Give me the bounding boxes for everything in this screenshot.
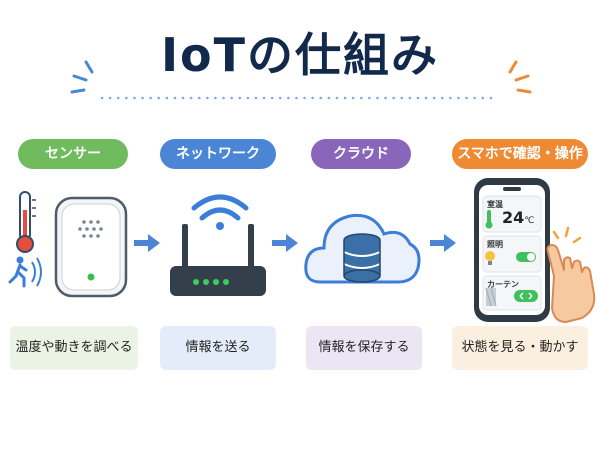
wifi-router-icon xyxy=(170,194,266,296)
cloud-database-icon xyxy=(304,213,421,284)
arrow-right-icon xyxy=(272,234,298,252)
sensor-device-icon xyxy=(54,196,128,298)
description-sensor-text: 温度や動きを調べる xyxy=(15,340,133,355)
description-cloud-text: 情報を保存する xyxy=(318,340,410,355)
step-label-network: ネットワーク xyxy=(176,146,260,162)
motion-person-icon xyxy=(8,256,42,288)
step-pill-smartphone: スマホで確認・操作 xyxy=(452,139,588,169)
description-cloud: 情報を保存する xyxy=(306,326,422,370)
smartphone-icon xyxy=(474,178,596,323)
step-label-smartphone: スマホで確認・操作 xyxy=(457,146,583,162)
step-pill-cloud: クラウド xyxy=(311,139,411,169)
description-network-text: 情報を送る xyxy=(185,340,251,355)
thermometer-icon xyxy=(16,191,36,253)
arrow-right-icon xyxy=(134,234,160,252)
description-smartphone: 状態を見る・動かす xyxy=(452,326,588,370)
phone-curtain-label: カーテン xyxy=(487,280,519,289)
title-underline xyxy=(100,96,500,100)
phone-room-temp-value: 24℃ xyxy=(502,208,535,227)
step-label-cloud: クラウド xyxy=(333,146,389,162)
sparkle-right-icon xyxy=(508,60,532,94)
arrow-right-icon xyxy=(430,234,456,252)
sensor-illustration xyxy=(8,191,128,298)
description-smartphone-text: 状態を見る・動かす xyxy=(461,340,579,355)
description-sensor: 温度や動きを調べる xyxy=(10,326,138,370)
tapping-hand-icon xyxy=(546,226,596,323)
step-label-sensor: センサー xyxy=(45,146,101,162)
step-pill-network: ネットワーク xyxy=(160,139,276,169)
phone-room-temp-label: 室温 xyxy=(487,200,503,209)
step-pill-sensor: センサー xyxy=(18,139,128,169)
description-network: 情報を送る xyxy=(160,326,276,370)
sparkle-left-icon xyxy=(70,60,94,94)
page-title: IoTの仕組み xyxy=(160,28,440,82)
phone-light-label: 照明 xyxy=(487,240,503,249)
